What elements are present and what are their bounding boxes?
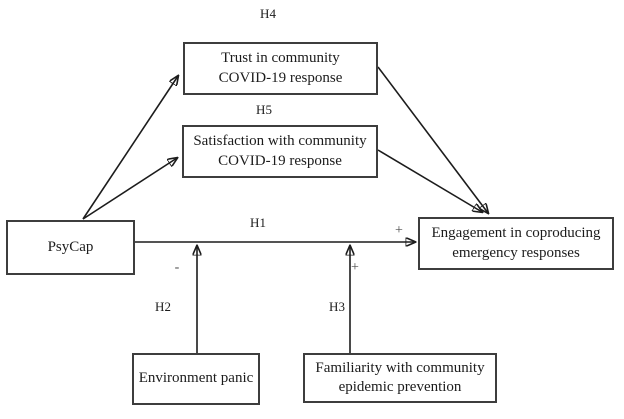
node-familiarity-line2: epidemic prevention bbox=[338, 379, 462, 395]
node-trust-line2: COVID-19 response bbox=[218, 69, 343, 86]
node-familiarity-with-community-epidemic-prevention: Familiarity with community epidemic prev… bbox=[303, 353, 497, 403]
node-psycap: PsyCap bbox=[6, 220, 135, 275]
hypothesis-label-h5: H5 bbox=[256, 102, 272, 117]
sign-plus-h3: + bbox=[351, 260, 359, 275]
arrow-satisfaction-to-engagement bbox=[377, 149, 482, 212]
node-trust-in-community-covid-response: Trust in community COVID-19 response bbox=[183, 42, 378, 95]
node-environment-label: Environment panic bbox=[138, 370, 254, 387]
node-engagement-line2: emergency responses bbox=[452, 244, 580, 261]
arrow-trust-to-engagement bbox=[377, 66, 488, 213]
sign-minus-h2: - bbox=[174, 260, 180, 275]
node-environment-panic: Environment panic bbox=[132, 353, 260, 405]
node-satisfaction-line1: Satisfaction with community bbox=[193, 133, 367, 150]
arrow-psycap-to-satisfaction bbox=[82, 158, 177, 220]
node-psycap-label: PsyCap bbox=[47, 238, 94, 255]
arrow-psycap-to-trust bbox=[82, 76, 178, 220]
sign-plus-h1: + bbox=[395, 223, 403, 238]
hypothesis-label-h3: H3 bbox=[329, 299, 345, 314]
node-engagement-in-coproducing-emergency-responses: Engagement in coproducing emergency resp… bbox=[418, 217, 614, 270]
node-familiarity-line1: Familiarity with community bbox=[315, 359, 485, 376]
node-engagement-line1: Engagement in coproducing bbox=[431, 225, 601, 242]
hypothesis-label-h1: H1 bbox=[250, 215, 266, 230]
hypothesis-label-h2: H2 bbox=[155, 299, 171, 314]
hypothesis-label-h4: H4 bbox=[260, 6, 276, 21]
node-satisfaction-with-community-covid-response: Satisfaction with community COVID-19 res… bbox=[182, 125, 378, 178]
node-trust-line1: Trust in community bbox=[221, 50, 340, 67]
node-satisfaction-line2: COVID-19 response bbox=[218, 152, 342, 169]
